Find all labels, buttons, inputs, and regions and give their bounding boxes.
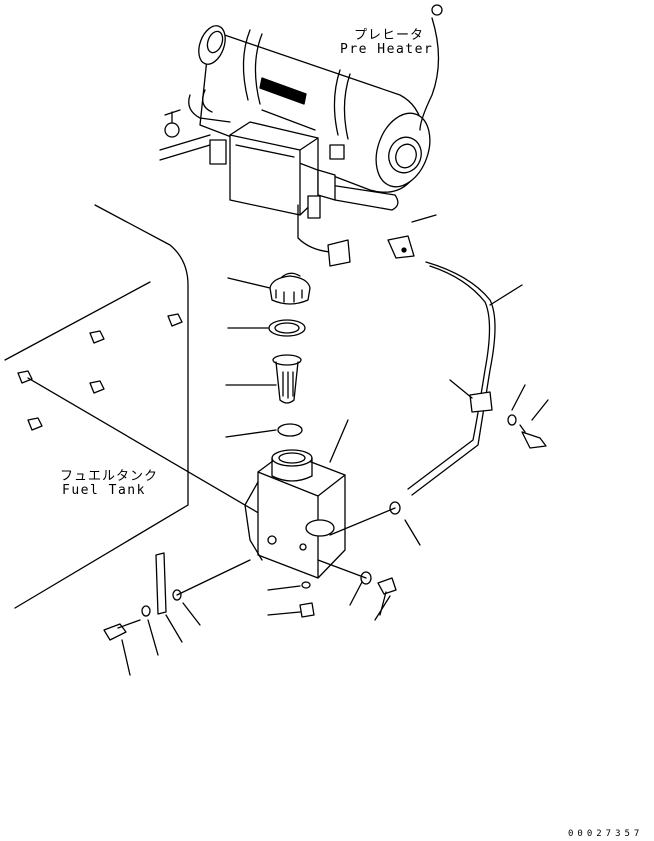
preheater-en-label: Pre Heater bbox=[340, 42, 434, 57]
preheater-jp-label: プレヒータ bbox=[354, 28, 425, 43]
fueltank-jp-label: フュエルタンク bbox=[60, 469, 159, 484]
drawing-number: 00027357 bbox=[568, 829, 644, 839]
sub-tank bbox=[244, 419, 349, 579]
fasteners bbox=[103, 384, 549, 676]
filler-cap bbox=[227, 272, 311, 305]
fuel-tank-outline bbox=[4, 204, 263, 609]
preheater-assembly bbox=[159, 4, 443, 267]
strainer bbox=[225, 354, 302, 404]
fueltank-en-label: Fuel Tank bbox=[62, 483, 146, 498]
fuel-hose bbox=[407, 214, 523, 496]
o-ring bbox=[225, 423, 303, 438]
gasket bbox=[227, 319, 306, 337]
